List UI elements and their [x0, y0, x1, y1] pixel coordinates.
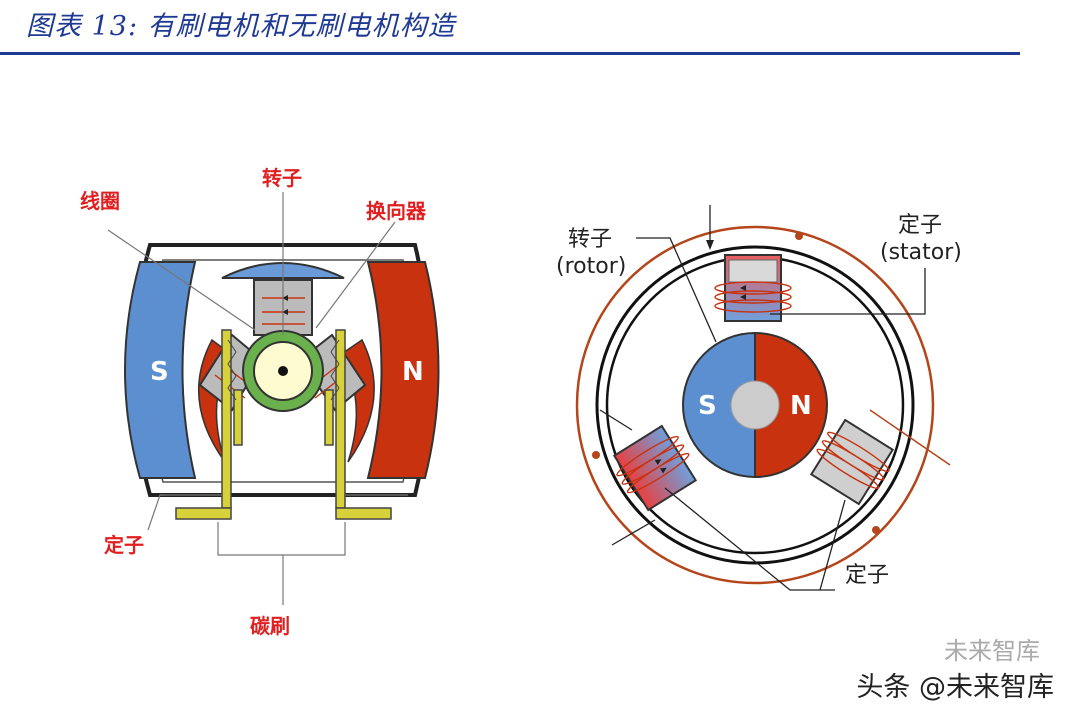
coil-label: 线圈: [80, 189, 120, 213]
brushed-rotor-label: 转子: [262, 166, 302, 190]
brushed-motor: S N: [80, 166, 440, 638]
stator-coil-right: [809, 418, 895, 506]
stator-coil-left: [612, 424, 698, 512]
rotor-north-label: N: [790, 391, 812, 421]
commutator-label: 换向器: [366, 199, 427, 223]
outer-ring: [575, 225, 935, 585]
brushless-stator-bottom: 定子: [845, 563, 889, 588]
carbon-brushes: [175, 329, 392, 520]
brushless-motor: S N 转子 (rotor) 定子 (stator) 定子: [556, 205, 962, 591]
brushed-stator-label: 定子: [104, 533, 144, 557]
watermark: 头条 @未来智库: [852, 665, 1058, 704]
south-pole-label: S: [150, 357, 169, 387]
south-magnet: [124, 261, 197, 479]
figure-title: 图表 13: 有刷电机和无刷电机构造: [26, 11, 456, 42]
watermark-ghost: 未来智库: [944, 637, 1040, 665]
north-magnet: [366, 261, 440, 479]
brushless-rotor-cn: 转子: [568, 227, 612, 252]
north-pole-label: N: [402, 357, 424, 387]
brushless-stator-en: (stator): [880, 240, 962, 265]
title-divider: [0, 52, 1020, 55]
brush-label: 碳刷: [250, 614, 290, 638]
rotor-south: [682, 331, 756, 479]
rotor-south-label: S: [698, 391, 717, 421]
rotor-north: [754, 331, 828, 479]
brushless-rotor-en: (rotor): [556, 254, 626, 279]
brushless-stator-cn: 定子: [898, 213, 942, 238]
